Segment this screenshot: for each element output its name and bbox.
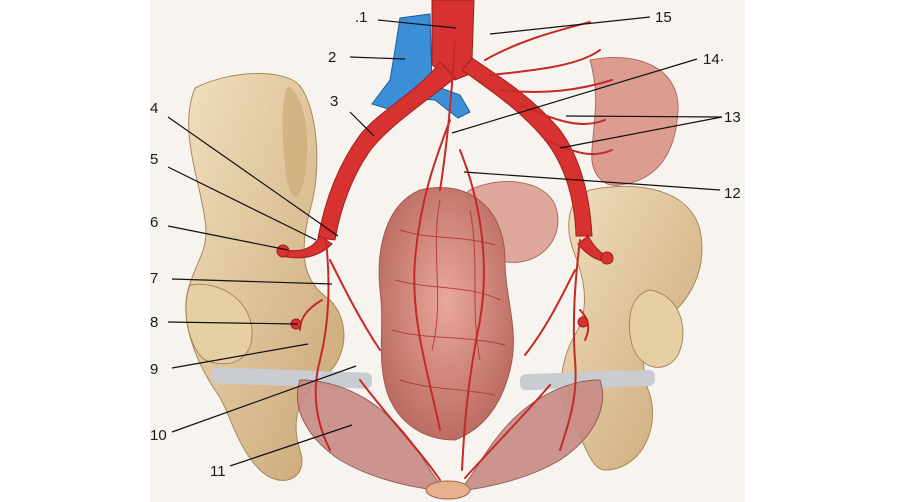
leader-4 [167, 116, 339, 237]
rectum [378, 186, 514, 441]
label-10: 10 [150, 427, 167, 444]
leader-15 [489, 16, 651, 35]
rectal-vascular-network [391, 199, 506, 396]
label-8: 8 [150, 314, 158, 331]
leader-7 [171, 278, 333, 285]
label-6: 6 [150, 214, 158, 231]
left-ligament [211, 367, 373, 389]
label-3: 3 [330, 93, 338, 110]
leader-11 [229, 424, 353, 467]
left-iliac-spongy-bone [282, 86, 308, 197]
label-7: 7 [150, 270, 158, 287]
anal-canal [425, 480, 471, 500]
label-14: 14· [703, 51, 725, 68]
label-11: 11 [210, 463, 226, 480]
right-ligament [519, 369, 656, 391]
left-pubis [185, 283, 253, 365]
leader-13a [565, 115, 723, 118]
right-pubis [629, 289, 684, 368]
leader-1 [377, 19, 457, 29]
right-external-stump [600, 251, 614, 265]
right-artery-stump [577, 316, 589, 328]
leader-2 [349, 56, 406, 60]
label-15: 15 [655, 9, 672, 26]
label-5: 5 [150, 151, 158, 168]
leader-13b [559, 116, 723, 149]
label-12: 12 [724, 185, 741, 202]
left-external-stump [276, 244, 290, 258]
leader-6 [167, 225, 289, 251]
descending-colon [589, 56, 679, 186]
pelvic-arterial-branches [299, 21, 613, 481]
label-13: 13 [724, 109, 741, 126]
leader-9 [171, 343, 309, 369]
leader-12 [463, 171, 721, 191]
left-common-iliac-artery [317, 61, 456, 241]
leader-lines [167, 16, 723, 467]
leader-14 [451, 58, 698, 134]
label-1: .1 [355, 9, 368, 26]
leader-8 [167, 321, 299, 325]
leader-10 [171, 365, 357, 433]
label-9: 9 [150, 361, 158, 378]
leader-3 [349, 111, 375, 137]
leader-5 [167, 166, 317, 241]
label-2: 2 [328, 49, 336, 66]
label-4: 4 [150, 100, 158, 117]
